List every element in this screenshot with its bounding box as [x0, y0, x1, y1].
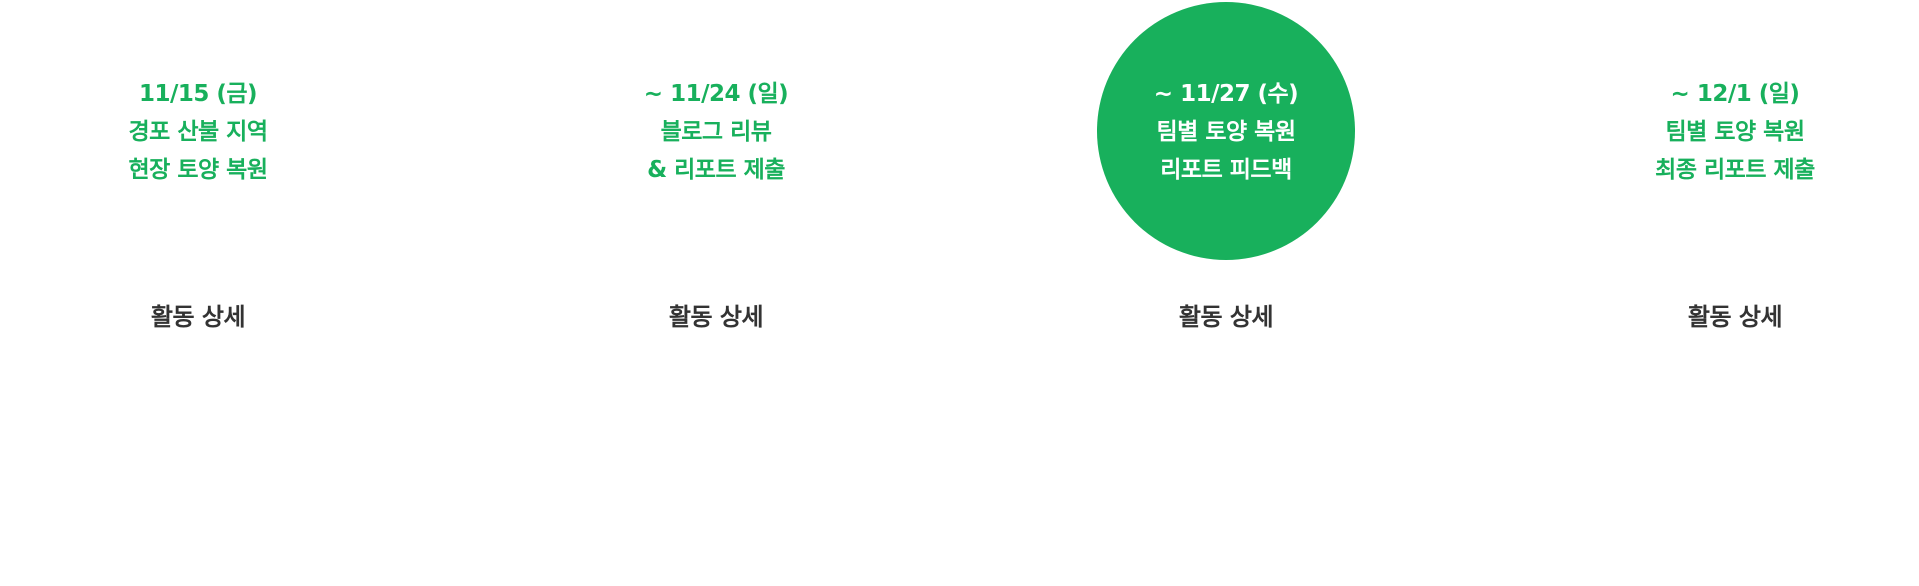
step-text: ~ 11/27 (수) 팀별 토양 복원 리포트 피드백	[1076, 75, 1376, 189]
activity-detail-link[interactable]: 활동 상세	[1687, 303, 1783, 331]
step-title-line1: 팀별 토양 복원	[1156, 119, 1296, 145]
step-date: ~ 12/1 (일)	[1670, 81, 1800, 107]
step-text: ~ 11/24 (일) 블로그 리뷰 & 리포트 제출	[566, 75, 866, 189]
activity-detail-link[interactable]: 활동 상세	[668, 303, 764, 331]
step-text: 11/15 (금) 경포 산불 지역 현장 토양 복원	[48, 75, 348, 189]
step-title-line1: 팀별 토양 복원	[1665, 119, 1805, 145]
activity-detail-link[interactable]: 활동 상세	[150, 303, 246, 331]
step-title-line2: 현장 토양 복원	[128, 157, 268, 183]
step-title-line2: & 리포트 제출	[647, 157, 785, 183]
step-date: 11/15 (금)	[138, 81, 258, 107]
step-title-line1: 경포 산불 지역	[128, 119, 268, 145]
step-text: ~ 12/1 (일) 팀별 토양 복원 최종 리포트 제출	[1585, 75, 1885, 189]
timeline-step-1: 11/15 (금) 경포 산불 지역 현장 토양 복원 활동 상세	[48, 0, 348, 340]
step-title-line2: 최종 리포트 제출	[1655, 157, 1815, 183]
step-date: ~ 11/24 (일)	[643, 81, 789, 107]
active-step-circle	[1097, 2, 1355, 260]
step-date: ~ 11/27 (수)	[1153, 81, 1299, 107]
timeline-step-2: ~ 11/24 (일) 블로그 리뷰 & 리포트 제출 활동 상세	[566, 0, 866, 340]
timeline-step-4: ~ 12/1 (일) 팀별 토양 복원 최종 리포트 제출 활동 상세	[1585, 0, 1885, 340]
step-title-line1: 블로그 리뷰	[660, 119, 772, 145]
timeline-step-3-active: ~ 11/27 (수) 팀별 토양 복원 리포트 피드백 활동 상세	[1076, 0, 1376, 340]
step-title-line2: 리포트 피드백	[1160, 157, 1292, 183]
activity-detail-link[interactable]: 활동 상세	[1178, 303, 1274, 331]
